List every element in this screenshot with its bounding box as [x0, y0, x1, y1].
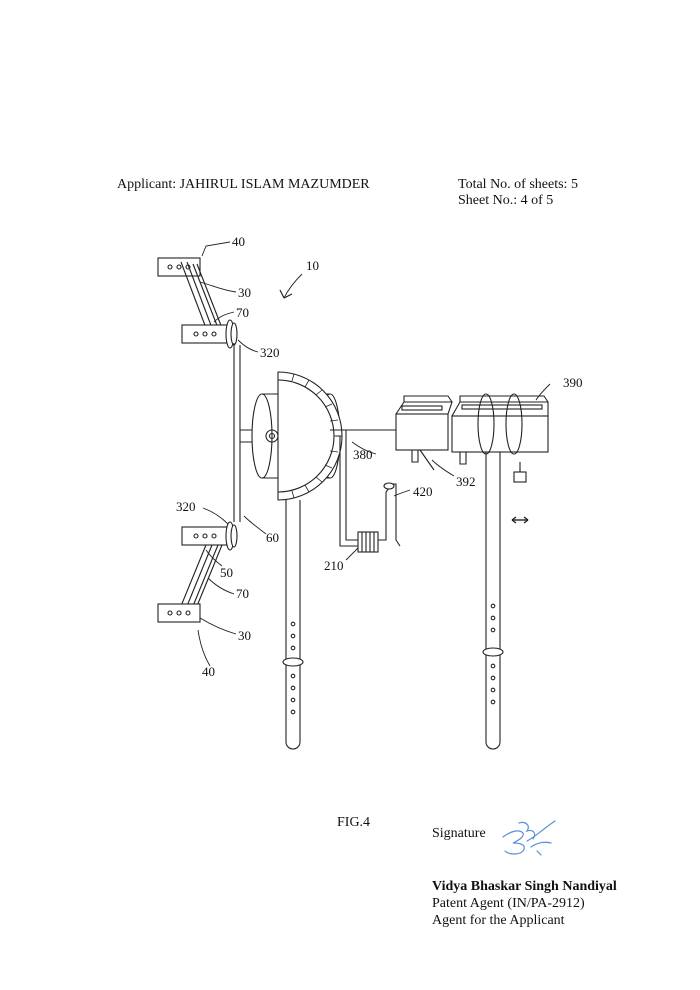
- reference-labels: 10 40 30 70 320 380 390 392 420 320 60 5…: [176, 234, 583, 679]
- label-30-top: 30: [238, 285, 251, 300]
- label-40-bottom: 40: [202, 664, 215, 679]
- agent-registration: Patent Agent (IN/PA-2912): [432, 896, 585, 912]
- label-40-top: 40: [232, 234, 245, 249]
- signature-label: Signature: [432, 826, 486, 842]
- label-30-bottom: 30: [238, 628, 251, 643]
- label-50: 50: [220, 565, 233, 580]
- leader-lines: [198, 242, 550, 666]
- label-320-bottom: 320: [176, 499, 196, 514]
- figure-caption: FIG.4: [337, 815, 370, 831]
- label-60: 60: [266, 530, 279, 545]
- right-clamp-assembly: [396, 394, 548, 749]
- label-70-bottom: 70: [236, 586, 249, 601]
- handwritten-signature: [497, 815, 561, 859]
- label-420: 420: [413, 484, 433, 499]
- label-210: 210: [324, 558, 344, 573]
- agent-for-applicant: Agent for the Applicant: [432, 913, 565, 929]
- agent-name: Vidya Bhaskar Singh Nandiyal: [432, 879, 617, 895]
- label-320-top: 320: [260, 345, 280, 360]
- label-70-top: 70: [236, 305, 249, 320]
- label-10: 10: [306, 258, 319, 273]
- upper-bracket-assembly: [158, 258, 237, 348]
- label-390: 390: [563, 375, 583, 390]
- label-380: 380: [353, 447, 373, 462]
- label-392: 392: [456, 474, 476, 489]
